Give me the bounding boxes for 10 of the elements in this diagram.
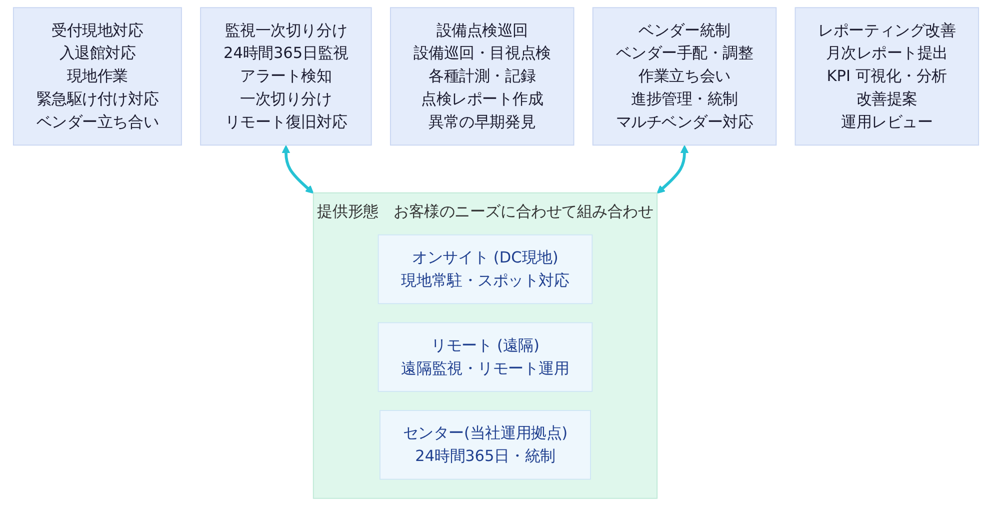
- node-box: ベンダー統制 ベンダー手配・調整 作業立ち会い 進捗管理・統制 マルチベンダー対応: [592, 7, 777, 146]
- node-box: 設備点検巡回 設備巡回・目視点検 各種計測・記録 点検レポート作成 異常の早期発見: [390, 7, 574, 146]
- node-box: センター(当社運用拠点) 24時間365日・統制: [380, 410, 591, 480]
- node-box: 受付現地対応 入退館対応 現地作業 緊急駆け付け対応 ベンダー立ち合い: [12, 7, 182, 146]
- node-box: オンサイト (DC現地) 現地常駐・スポット対応: [378, 234, 593, 304]
- node-box: 監視一次切り分け 24時間365日監視 アラート検知 一次切り分け リモート復旧対応: [200, 7, 372, 146]
- arrow: [656, 145, 689, 194]
- node-box: レポーティング改善 月次レポート提出 KPI 可視化・分析 改善提案 運用レビュー: [794, 7, 980, 146]
- arrow: [282, 145, 314, 194]
- node-box: リモート (遠隔) 遠隔監視・リモート運用: [378, 322, 593, 392]
